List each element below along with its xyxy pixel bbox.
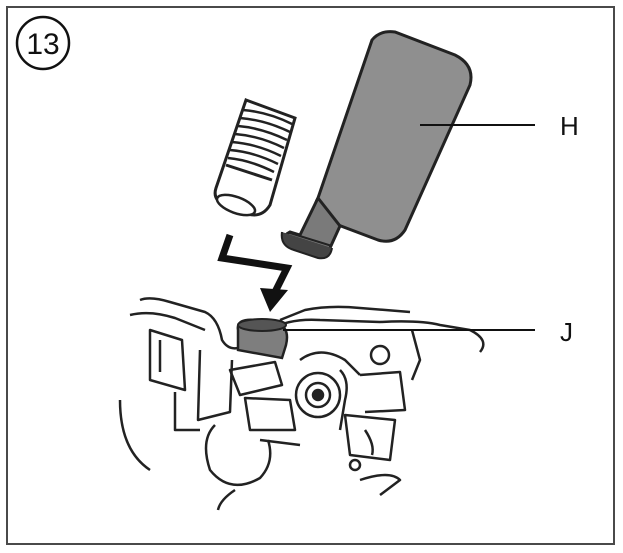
oil-bottle xyxy=(280,30,473,260)
label-j: J xyxy=(560,317,573,347)
step-number-badge: 13 xyxy=(15,15,71,71)
engine-body xyxy=(118,297,485,511)
label-h: H xyxy=(560,111,579,141)
oil-filler-cap xyxy=(213,98,297,217)
step-number: 13 xyxy=(26,28,59,61)
oil-filler-neck xyxy=(236,318,289,360)
illustration-frame xyxy=(6,6,615,545)
insertion-arrow xyxy=(217,233,293,312)
